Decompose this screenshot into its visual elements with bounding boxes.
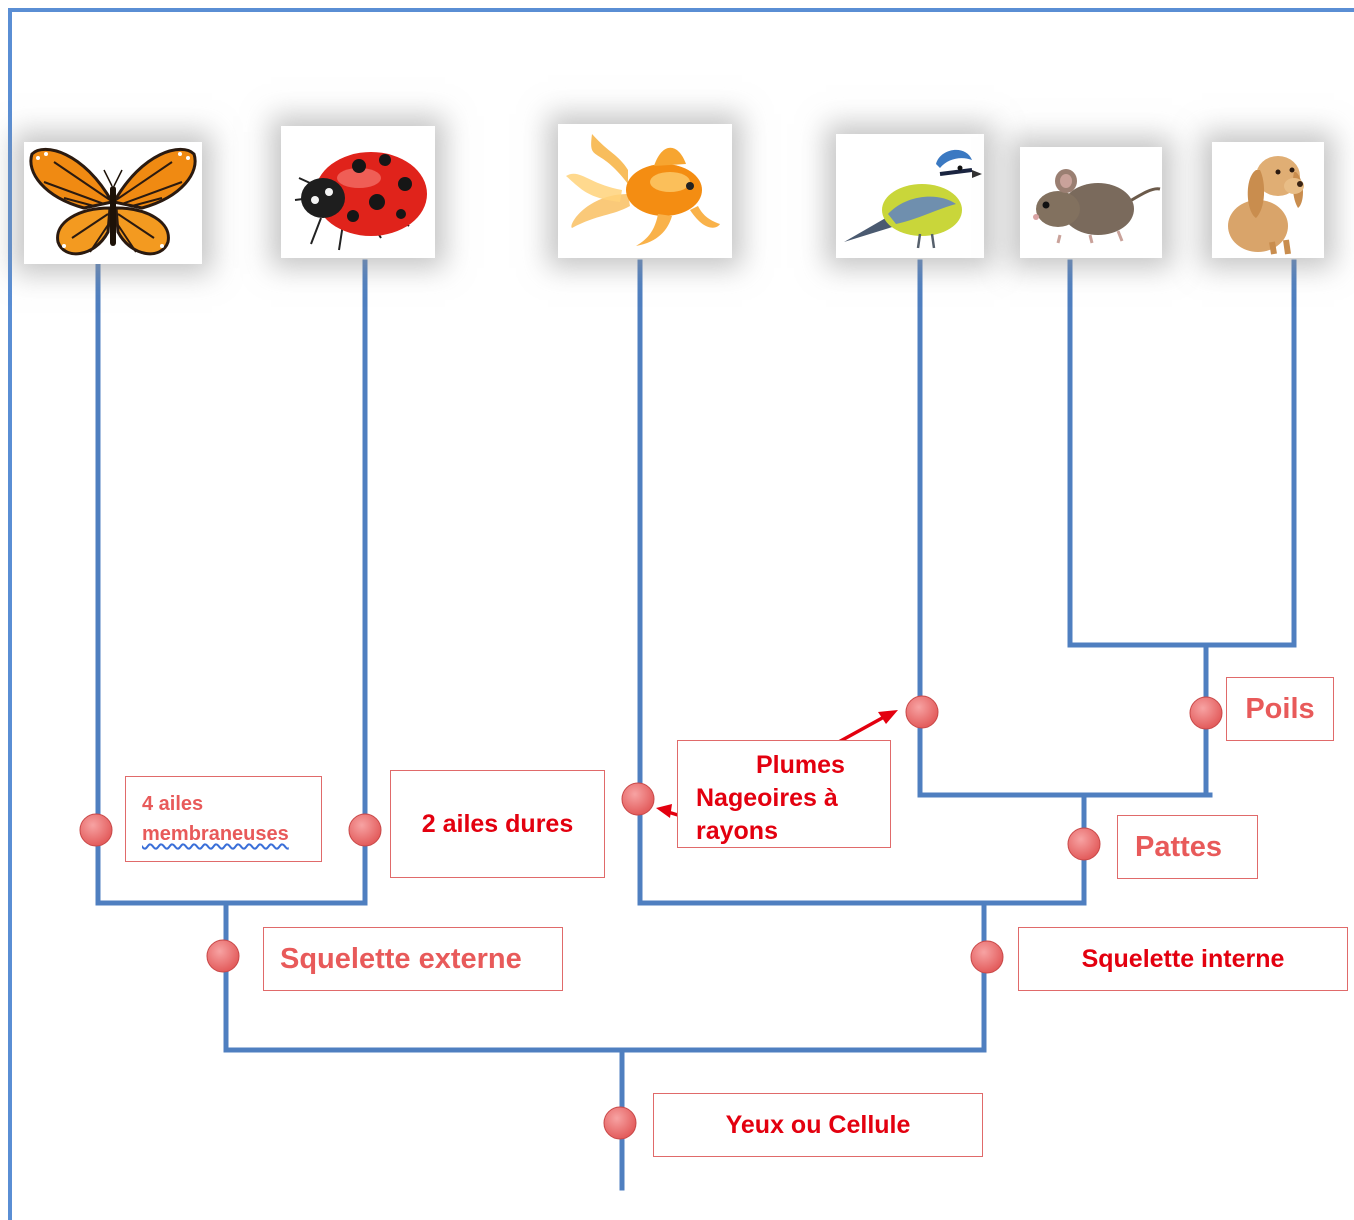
node-internal-skeleton bbox=[970, 940, 1004, 974]
label-fins-line1: Nageoires à bbox=[696, 784, 838, 812]
arrow-fins-head bbox=[656, 804, 672, 818]
goldfish-icon bbox=[566, 134, 720, 246]
node-feathers bbox=[905, 695, 939, 729]
label-legs-text: Pattes bbox=[1135, 830, 1223, 863]
arrow-feathers-head bbox=[878, 710, 898, 724]
node-hair bbox=[1189, 696, 1223, 730]
label-four-wings: 4 ailes membraneuses bbox=[125, 776, 322, 862]
label-internal-skeleton-text: Squelette interne bbox=[1081, 944, 1285, 973]
node-four-wings bbox=[79, 813, 113, 847]
node-eyes-or-cell bbox=[603, 1106, 637, 1140]
label-two-hard-wings-text: 2 ailes dures bbox=[421, 809, 574, 838]
mouse-icon bbox=[1033, 169, 1161, 244]
mouse-photo bbox=[1020, 147, 1162, 258]
label-two-hard-wings: 2 ailes dures bbox=[390, 770, 605, 878]
butterfly-photo bbox=[24, 142, 202, 264]
ladybug-photo bbox=[281, 126, 435, 258]
label-eyes-or-cell-text: Yeux ou Cellule bbox=[725, 1110, 911, 1139]
label-internal-skeleton: Squelette interne bbox=[1018, 927, 1348, 991]
butterfly-icon bbox=[29, 147, 197, 256]
node-fins bbox=[621, 782, 655, 816]
label-four-wings-line2: membraneuses bbox=[142, 823, 289, 845]
label-feathers-text: Plumes bbox=[756, 751, 845, 779]
bird-icon bbox=[844, 149, 982, 249]
node-legs bbox=[1067, 827, 1101, 861]
label-eyes-or-cell: Yeux ou Cellule bbox=[653, 1093, 983, 1157]
label-fins-line2: rayons bbox=[696, 817, 778, 845]
node-external-skeleton bbox=[206, 939, 240, 973]
label-legs: Pattes bbox=[1117, 815, 1258, 879]
page-frame bbox=[8, 8, 1354, 1220]
dog-photo bbox=[1212, 142, 1324, 258]
ladybug-icon bbox=[294, 152, 427, 251]
label-hair: Poils bbox=[1226, 677, 1334, 741]
label-hair-text: Poils bbox=[1245, 692, 1315, 725]
dog-icon bbox=[1228, 156, 1304, 255]
label-four-wings-line1: 4 ailes bbox=[142, 793, 204, 815]
node-two-hard-wings bbox=[348, 813, 382, 847]
label-external-skeleton: Squelette externe bbox=[263, 927, 563, 991]
label-fins-feathers bbox=[677, 740, 891, 848]
bird-photo bbox=[836, 134, 984, 258]
label-external-skeleton-text: Squelette externe bbox=[280, 942, 522, 975]
goldfish-photo bbox=[558, 124, 732, 258]
